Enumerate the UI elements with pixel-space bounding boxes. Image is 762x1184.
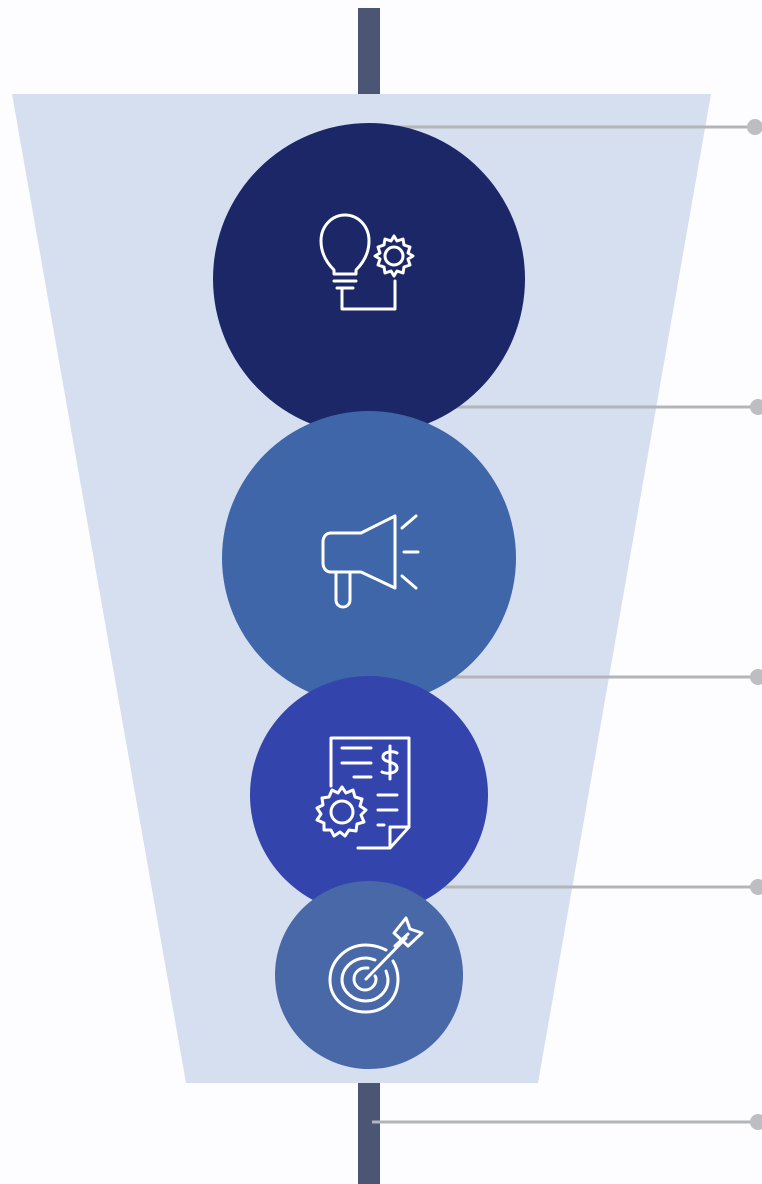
invoice-gear-icon bbox=[315, 736, 411, 850]
connector-dot bbox=[750, 399, 762, 415]
target-arrow-icon bbox=[328, 916, 424, 1014]
connector-dot bbox=[750, 879, 762, 895]
stage-1 bbox=[213, 123, 525, 435]
connector-dot bbox=[750, 669, 762, 685]
connector-5 bbox=[372, 1114, 762, 1130]
megaphone-icon bbox=[321, 514, 420, 609]
connector-dot bbox=[750, 1114, 762, 1130]
stage-1-circle bbox=[213, 123, 525, 435]
stage-4 bbox=[275, 881, 463, 1069]
stage-3-circle bbox=[250, 676, 488, 914]
connector-dot bbox=[747, 119, 762, 135]
stage-2 bbox=[222, 411, 516, 705]
lightbulb-gear-icon bbox=[319, 213, 415, 311]
center-bar-bottom bbox=[358, 1083, 380, 1184]
stage-2-circle bbox=[222, 411, 516, 705]
center-bar-top bbox=[358, 8, 380, 94]
stage-3 bbox=[250, 676, 488, 914]
connector-1 bbox=[370, 119, 762, 135]
